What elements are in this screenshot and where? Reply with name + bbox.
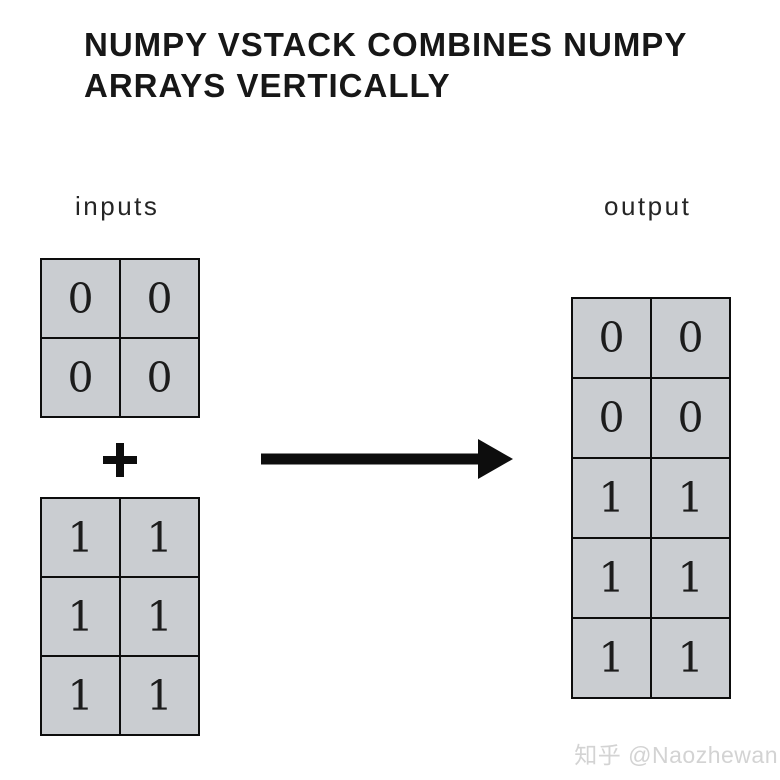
- matrix-cell: 1: [573, 539, 650, 617]
- matrix-cell: 1: [121, 578, 198, 655]
- title-line-1: NUMPY VSTACK COMBINES NUMPY: [84, 26, 688, 63]
- watermark: 知乎 @Naozhewan: [574, 742, 778, 768]
- matrix-cell: 1: [573, 619, 650, 697]
- matrix-cell: 0: [121, 260, 198, 337]
- output-matrix: 0 0 0 0 1 1 1 1 1 1: [571, 297, 731, 699]
- matrix-cell: 0: [573, 379, 650, 457]
- plus-vertical-bar: [116, 443, 124, 477]
- matrix-cell: 1: [121, 499, 198, 576]
- matrix-cell: 1: [652, 539, 729, 617]
- matrix-cell: 1: [42, 578, 119, 655]
- input-matrix-bottom: 1 1 1 1 1 1: [40, 497, 200, 736]
- matrix-cell: 1: [652, 459, 729, 537]
- matrix-cell: 0: [652, 299, 729, 377]
- output-label: output: [604, 191, 692, 221]
- matrix-cell: 0: [42, 339, 119, 416]
- matrix-cell: 0: [42, 260, 119, 337]
- matrix-cell: 1: [652, 619, 729, 697]
- matrix-cell: 1: [42, 657, 119, 734]
- matrix-cell: 0: [573, 299, 650, 377]
- matrix-cell: 1: [42, 499, 119, 576]
- arrow-right-icon: [261, 439, 513, 479]
- input-matrix-top: 0 0 0 0: [40, 258, 200, 418]
- inputs-label: inputs: [75, 191, 160, 221]
- plus-icon: [103, 443, 137, 477]
- matrix-cell: 1: [121, 657, 198, 734]
- page-title: NUMPY VSTACK COMBINES NUMPY ARRAYS VERTI…: [84, 24, 687, 106]
- matrix-cell: 0: [652, 379, 729, 457]
- matrix-cell: 0: [121, 339, 198, 416]
- matrix-cell: 1: [573, 459, 650, 537]
- title-line-2: ARRAYS VERTICALLY: [84, 67, 451, 104]
